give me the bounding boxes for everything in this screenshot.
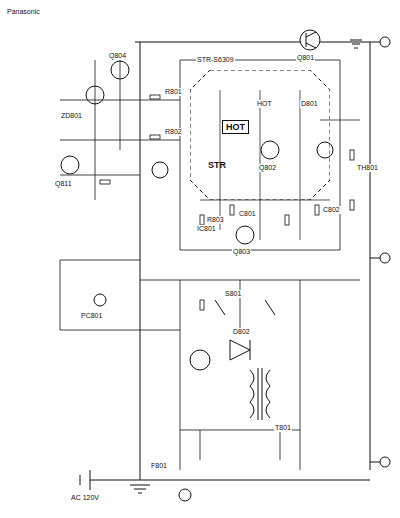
control-wire xyxy=(60,60,180,200)
ground-symbol xyxy=(350,40,362,48)
terminal xyxy=(380,457,390,467)
node-text: STR xyxy=(208,160,226,170)
part-label: R802 xyxy=(164,128,183,136)
resistor-symbol xyxy=(100,95,354,310)
transistor-symbol xyxy=(236,226,254,244)
part-label: S801 xyxy=(224,290,242,298)
transistor-symbol xyxy=(190,350,210,370)
part-label: D802 xyxy=(232,328,251,336)
label-box: HOT xyxy=(222,120,249,134)
ground-symbol xyxy=(130,485,150,493)
part-label: TH801 xyxy=(356,164,379,172)
terminal xyxy=(380,37,390,47)
transistor-symbol xyxy=(152,162,168,178)
part-label: Q811 xyxy=(54,180,73,188)
transistor-symbol xyxy=(300,30,320,50)
part-label: D801 xyxy=(300,100,319,108)
transistor-symbol xyxy=(86,86,104,104)
ic-block: STR xyxy=(190,70,330,200)
terminal xyxy=(380,253,390,263)
rail-wire xyxy=(135,42,370,480)
part-label: R803 xyxy=(206,216,225,224)
terminal xyxy=(179,489,191,501)
transistor-symbol xyxy=(61,156,79,174)
part-label: IC801 xyxy=(196,225,217,233)
part-label: F801 xyxy=(150,462,168,470)
part-label: T801 xyxy=(274,424,292,432)
part-label: Q803 xyxy=(232,248,251,256)
part-label: STR-S6309 xyxy=(196,56,235,64)
control-wire xyxy=(60,260,140,330)
node-text: HOT xyxy=(226,122,245,132)
inner-wire xyxy=(200,90,360,240)
part-label: Q802 xyxy=(258,164,277,172)
lower-wire xyxy=(140,280,360,470)
part-label: Panasonic xyxy=(6,8,41,16)
ic-outline xyxy=(190,70,330,200)
transformer-symbol xyxy=(250,368,270,420)
part-label: AC 120V xyxy=(70,494,100,502)
part-label: R801 xyxy=(164,88,183,96)
lower-wire xyxy=(180,430,300,460)
transistor-symbol xyxy=(306,32,316,48)
ac-plug xyxy=(80,470,140,490)
part-label: ZD801 xyxy=(60,112,83,120)
terminal-lead xyxy=(370,42,380,462)
switch-symbol xyxy=(215,300,275,315)
part-label: C801 xyxy=(238,210,257,218)
transistor-symbol xyxy=(317,142,333,158)
terminal xyxy=(94,294,106,306)
transistor-symbol xyxy=(261,141,279,159)
part-label: HOT xyxy=(256,100,273,108)
part-label: C802 xyxy=(322,206,341,214)
transistor-symbol xyxy=(111,61,129,79)
part-label: Q804 xyxy=(108,52,127,60)
diode-symbol xyxy=(230,340,250,360)
part-label: PC801 xyxy=(80,312,103,320)
part-label: Q801 xyxy=(296,54,315,62)
